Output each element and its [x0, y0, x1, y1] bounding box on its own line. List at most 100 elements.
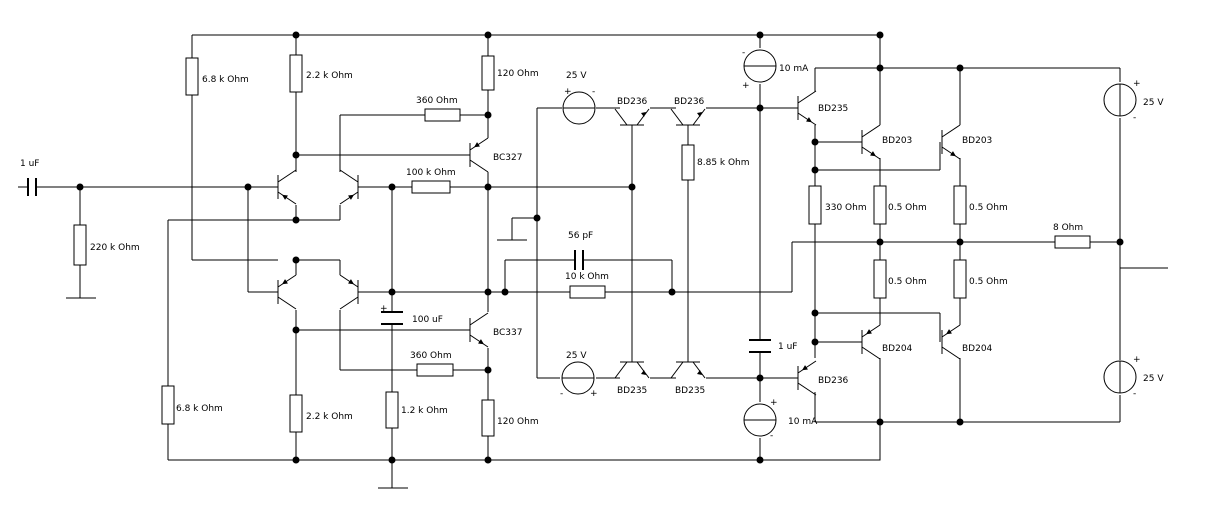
- resistor-r_10k: [569, 285, 606, 299]
- label-r_fb: 100 k Ohm: [406, 168, 456, 178]
- junction-dot: [668, 288, 676, 296]
- resistor-r_22k_top: [289, 54, 303, 93]
- label-r_in: 220 k Ohm: [90, 243, 140, 253]
- junction-dot: [292, 326, 300, 334]
- junction-dot: [811, 166, 819, 174]
- resistor-r_360_bot: [416, 363, 454, 377]
- label-r_05_a: 0.5 Ohm: [888, 203, 927, 213]
- junction-dot: [292, 216, 300, 224]
- resistor-r_68k_top: [185, 57, 199, 96]
- resistor-r_330: [808, 185, 822, 225]
- junction-dot: [811, 138, 819, 146]
- junction-dot: [876, 64, 884, 72]
- svg-text:+: +: [770, 398, 778, 408]
- svg-text:-: -: [1133, 389, 1136, 399]
- junction-dot: [484, 111, 492, 119]
- resistor-r_05_c: [873, 259, 887, 299]
- junction-dot: [756, 374, 764, 382]
- polarity-marks: +- -+ -+ +- +- +-: [560, 48, 1141, 441]
- svg-text:+: +: [742, 81, 750, 91]
- label-c_in: 1 uF: [20, 159, 39, 169]
- junction-dot: [956, 64, 964, 72]
- junction-dot: [292, 151, 300, 159]
- capacitor-56pF: [574, 250, 584, 270]
- junction-dot: [533, 214, 541, 222]
- junction-dot: [388, 456, 396, 464]
- label-q_bd204_b: BD204: [962, 344, 993, 354]
- transistor-diff-2a: [277, 274, 297, 310]
- svg-text:-: -: [560, 389, 563, 399]
- svg-text:+: +: [1133, 79, 1141, 89]
- junction-dot: [876, 418, 884, 426]
- label-v_top: 25 V: [566, 71, 587, 81]
- resistor-r_fb: [411, 180, 451, 194]
- label-r_10k: 10 k Ohm: [565, 272, 609, 282]
- junction-dot: [811, 338, 819, 346]
- resistor-r_120_top: [481, 55, 495, 91]
- label-c_56p: 56 pF: [568, 231, 593, 241]
- transistor-diff-1b: [339, 169, 359, 205]
- junction-dot: [484, 288, 492, 296]
- label-r_12k: 1.2 k Ohm: [401, 406, 448, 416]
- label-q_bd235_b: BD235: [675, 386, 705, 396]
- label-r_360_bot: 360 Ohm: [410, 351, 452, 361]
- transistor-bd235-b: [670, 361, 706, 379]
- junction-dot: [388, 183, 396, 191]
- junction-dot: [501, 288, 509, 296]
- resistor-r_05_a: [873, 185, 887, 225]
- label-r_360_top: 360 Ohm: [416, 96, 458, 106]
- label-v_rail_top: 25 V: [1143, 98, 1164, 108]
- voltage-source-25V-right-top: [1103, 83, 1137, 117]
- junction-dots: [76, 31, 1124, 464]
- transistor-bd236-a: [614, 108, 650, 126]
- transistor-bd236-drv: [797, 360, 817, 396]
- transistor-bc327: [469, 137, 489, 173]
- resistor-r_885k: [681, 144, 695, 181]
- transistor-bd235-drv: [797, 90, 817, 126]
- resistor-r_12k: [385, 391, 399, 429]
- transistor-bd203-b: [941, 124, 961, 160]
- transistor-diff-2b: [339, 274, 359, 310]
- label-q_bd235_drv: BD235: [818, 104, 848, 114]
- resistor-r_120_bot: [481, 399, 495, 437]
- junction-dot: [756, 31, 764, 39]
- junction-dot: [484, 183, 492, 191]
- junction-dot: [956, 238, 964, 246]
- resistor-r_in: [73, 224, 87, 266]
- junction-dot: [484, 31, 492, 39]
- resistors: [73, 54, 1091, 437]
- svg-text:+: +: [590, 389, 598, 399]
- label-r_120_bot: 120 Ohm: [497, 417, 539, 427]
- component-labels: 1 uF 220 k Ohm 6.8 k Ohm 6.8 k Ohm 2.2 k Ohm…: [20, 64, 1164, 427]
- label-r_load: 8 Ohm: [1053, 223, 1083, 233]
- label-r_22k_bot: 2.2 k Ohm: [306, 412, 353, 422]
- voltage-source-25V-bottom: [561, 361, 595, 395]
- resistor-r_05_b: [953, 185, 967, 225]
- junction-dot: [628, 183, 636, 191]
- label-r_68k_top: 6.8 k Ohm: [202, 75, 249, 85]
- transistor-bd235-a: [614, 361, 650, 379]
- svg-text:-: -: [1133, 113, 1136, 123]
- label-i_bot: 10 mA: [788, 417, 818, 427]
- label-r_885k: 8.85 k Ohm: [697, 158, 750, 168]
- label-v_bot: 25 V: [566, 351, 587, 361]
- label-r_22k_top: 2.2 k Ohm: [306, 71, 353, 81]
- label-r_68k_bot: 6.8 k Ohm: [176, 404, 223, 414]
- label-q_bd236_b: BD236: [674, 97, 705, 107]
- label-v_rail_bot: 25 V: [1143, 374, 1164, 384]
- junction-dot: [484, 366, 492, 374]
- transistor-bd204-a: [861, 324, 881, 360]
- junction-dot: [756, 104, 764, 112]
- junction-dot: [292, 31, 300, 39]
- voltage-source-25V-top: [562, 91, 596, 125]
- junction-dot: [811, 309, 819, 317]
- label-r_120_top: 120 Ohm: [497, 69, 539, 79]
- label-r_330: 330 Ohm: [825, 203, 867, 213]
- label-q_bd203_a: BD203: [882, 136, 912, 146]
- resistor-r_68k_bot: [161, 385, 175, 425]
- label-c_bias: 1 uF: [778, 342, 797, 352]
- junction-dot: [956, 418, 964, 426]
- svg-text:-: -: [770, 431, 773, 441]
